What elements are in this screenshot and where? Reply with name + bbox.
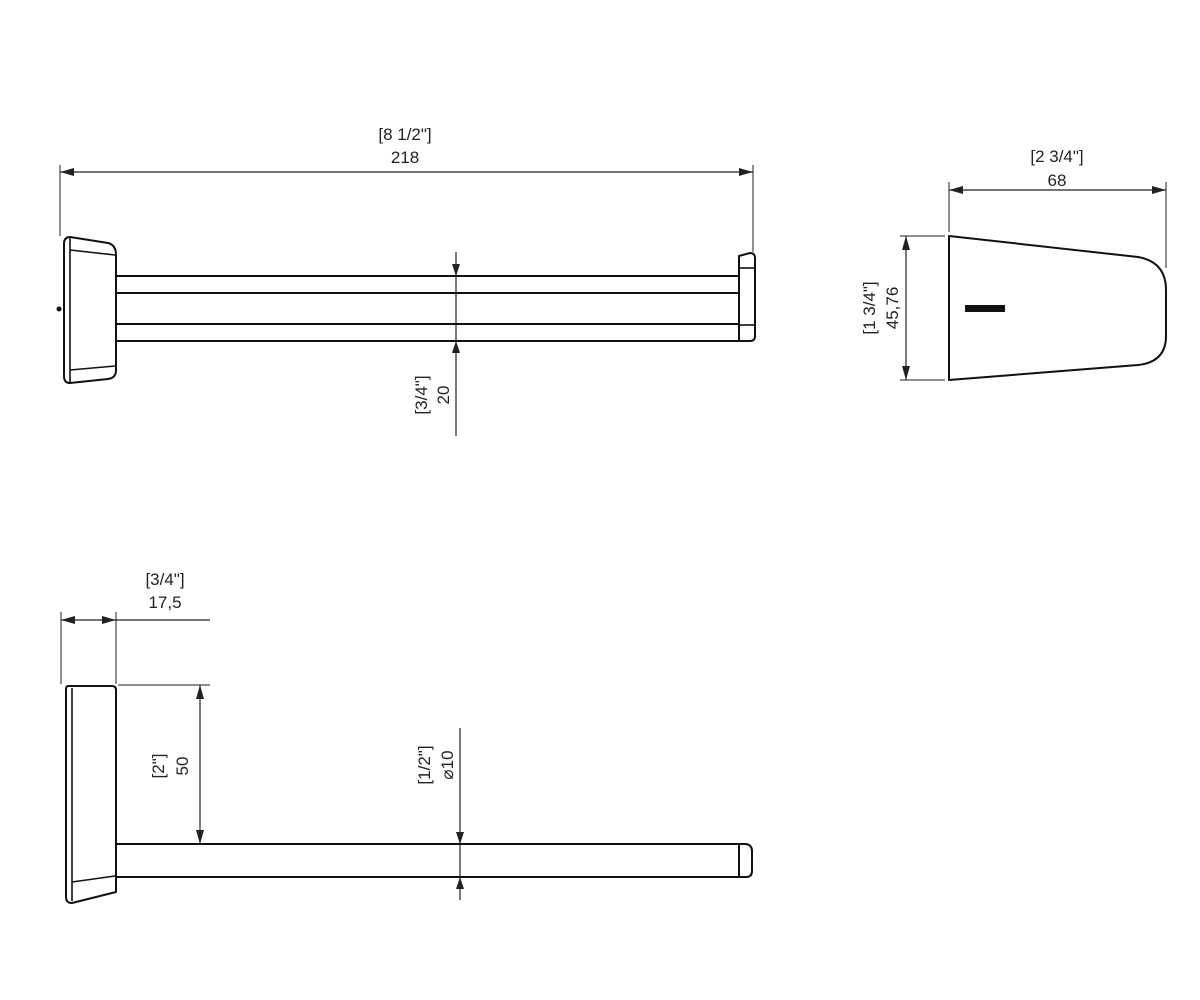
- front-end-cap: [738, 252, 756, 342]
- side-mount-bevel: [71, 875, 116, 883]
- end-view-logo-mark: [965, 305, 1005, 312]
- arrow-left-icon: [60, 168, 74, 176]
- side-view: [3/4"] 17,5 [2"] 50 [1/2"] ⌀10: [60, 570, 753, 904]
- side-rod-tip: [738, 843, 753, 878]
- arrow-right-icon: [102, 616, 116, 624]
- end-view: [2 3/4"] 68 [1 3/4"] 45,76: [860, 147, 1167, 381]
- rod-diameter-inch: [1/2"]: [415, 745, 434, 784]
- front-mount-block: [63, 236, 117, 384]
- arrow-up-icon: [902, 236, 910, 250]
- arrow-right-icon: [1152, 186, 1166, 194]
- front-view: [8 1/2"] 218 [3/4"] 20: [56, 125, 756, 436]
- front-rod-upper: [115, 275, 741, 294]
- side-rod: [115, 843, 741, 878]
- end-width-mm: 68: [1048, 171, 1067, 190]
- arrow-down-icon: [456, 832, 464, 844]
- arrow-right-icon: [739, 168, 753, 176]
- arrow-up-icon: [456, 877, 464, 889]
- arrow-down-icon: [452, 264, 460, 276]
- arrow-down-icon: [902, 366, 910, 380]
- front-rod-lower: [115, 323, 741, 342]
- front-mount-bevel-top: [69, 249, 116, 256]
- front-mount-screw-mark: [56, 306, 62, 312]
- base-depth-mm: 17,5: [148, 593, 181, 612]
- front-mount-bevel-bottom: [69, 365, 116, 371]
- arrow-up-icon: [196, 685, 204, 699]
- end-width-inch: [2 3/4"]: [1030, 147, 1083, 166]
- end-height-inch: [1 3/4"]: [860, 281, 879, 334]
- rod-diameter-mm: ⌀10: [438, 750, 457, 779]
- arrow-down-icon: [196, 830, 204, 844]
- arrow-left-icon: [949, 186, 963, 194]
- overall-length-mm: 218: [391, 148, 419, 167]
- end-height-mm: 45,76: [883, 287, 902, 330]
- arrow-up-icon: [452, 341, 460, 353]
- arrow-left-icon: [61, 616, 75, 624]
- base-depth-inch: [3/4"]: [145, 570, 184, 589]
- overall-length-inch: [8 1/2"]: [378, 125, 431, 144]
- rod-height-inch: [2"]: [149, 754, 168, 779]
- rod-spacing-inch: [3/4"]: [412, 375, 431, 414]
- end-view-outline: [948, 235, 1167, 381]
- rod-height-mm: 50: [173, 757, 192, 776]
- rod-spacing-mm: 20: [434, 386, 453, 405]
- side-mount-block: [65, 685, 117, 904]
